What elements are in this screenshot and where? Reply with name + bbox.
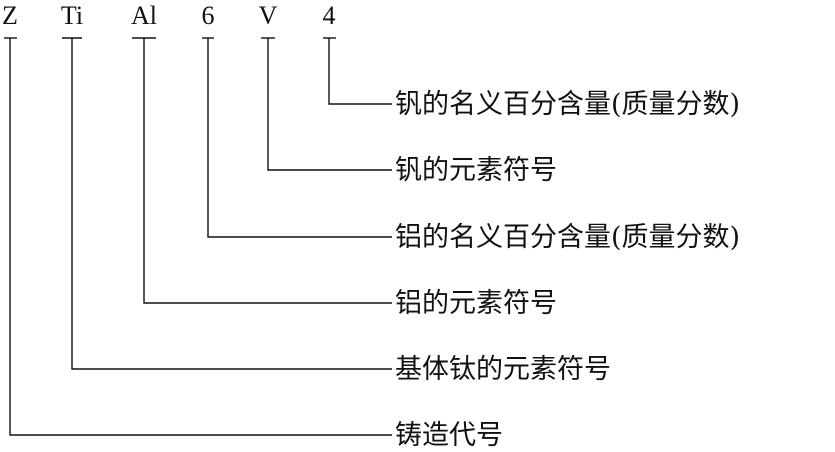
label-vanadium-content: 钒的名义百分含量(质量分数): [395, 89, 740, 120]
leader-line-vanadium-symbol: [267, 38, 392, 171]
leader-line-casting-code: [9, 38, 392, 436]
designation-code: Z Ti Al 6 V 4: [2, 1, 335, 30]
label-aluminum-symbol: 铝的元素符号: [395, 288, 557, 319]
code-char-6: 6: [202, 1, 215, 30]
label-vanadium-symbol: 钒的元素符号: [395, 155, 557, 186]
leader-line-aluminum-symbol: [143, 38, 392, 304]
leader-line-aluminum-content: [207, 38, 392, 238]
code-char-z: Z: [2, 1, 18, 30]
leader-line-vanadium-content: [328, 38, 392, 105]
labels: 钒的名义百分含量(质量分数) 钒的元素符号 铝的名义百分含量(质量分数) 铝的元…: [395, 89, 740, 451]
label-casting-code: 铸造代号: [395, 420, 503, 451]
leader-line-titanium-symbol: [71, 38, 392, 370]
code-char-4: 4: [323, 1, 336, 30]
label-titanium-symbol: 基体钛的元素符号: [395, 354, 611, 385]
label-aluminum-content: 铝的名义百分含量(质量分数): [395, 222, 740, 253]
code-char-ti: Ti: [61, 1, 83, 30]
leader-lines: [9, 38, 392, 436]
code-char-al: Al: [131, 1, 157, 30]
code-char-v: V: [259, 1, 278, 30]
